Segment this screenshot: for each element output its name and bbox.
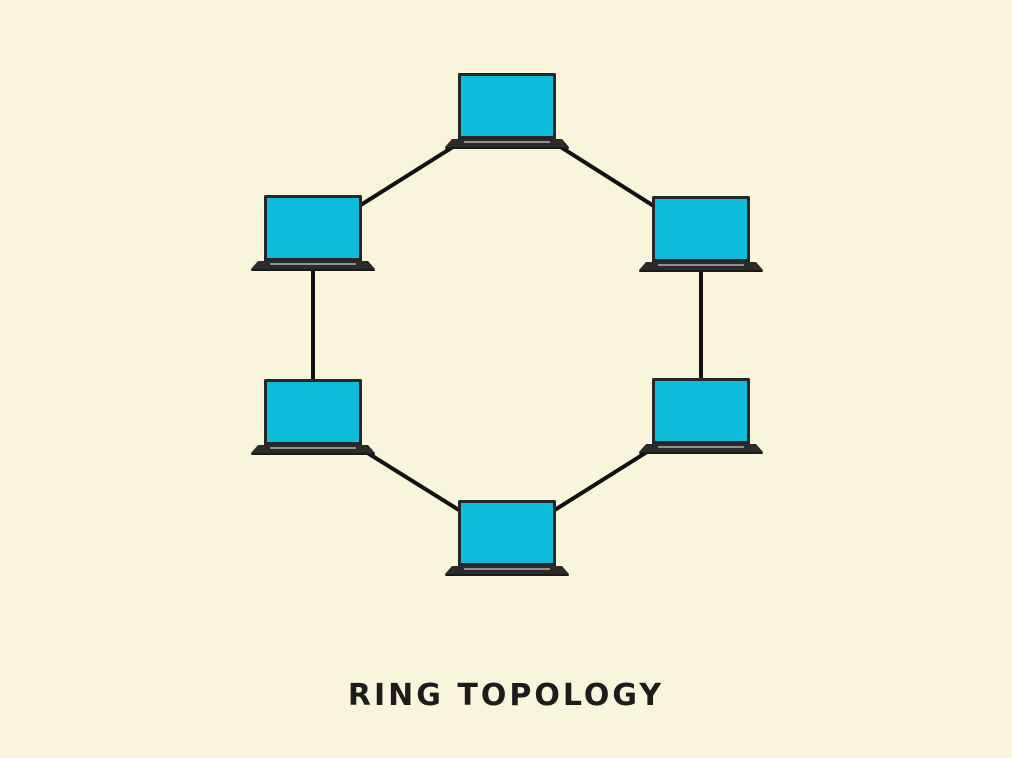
laptop-screen [655,381,747,441]
laptop-screen [461,76,553,136]
laptop-lower-right-laptop-icon [639,378,763,454]
laptop-screen [655,199,747,259]
laptop-screen [267,382,359,442]
laptop-lower-left-laptop-icon [251,379,375,455]
laptop-upper-right-laptop-icon [639,196,763,272]
laptop-screen [267,198,359,258]
laptop-bottom-laptop-icon [445,500,569,576]
laptop-screen [461,503,553,563]
ring-nodes [251,73,763,576]
laptop-upper-left-laptop-icon [251,195,375,271]
laptop-top-laptop-icon [445,73,569,149]
diagram-caption: RING TOPOLOGY [347,678,665,713]
